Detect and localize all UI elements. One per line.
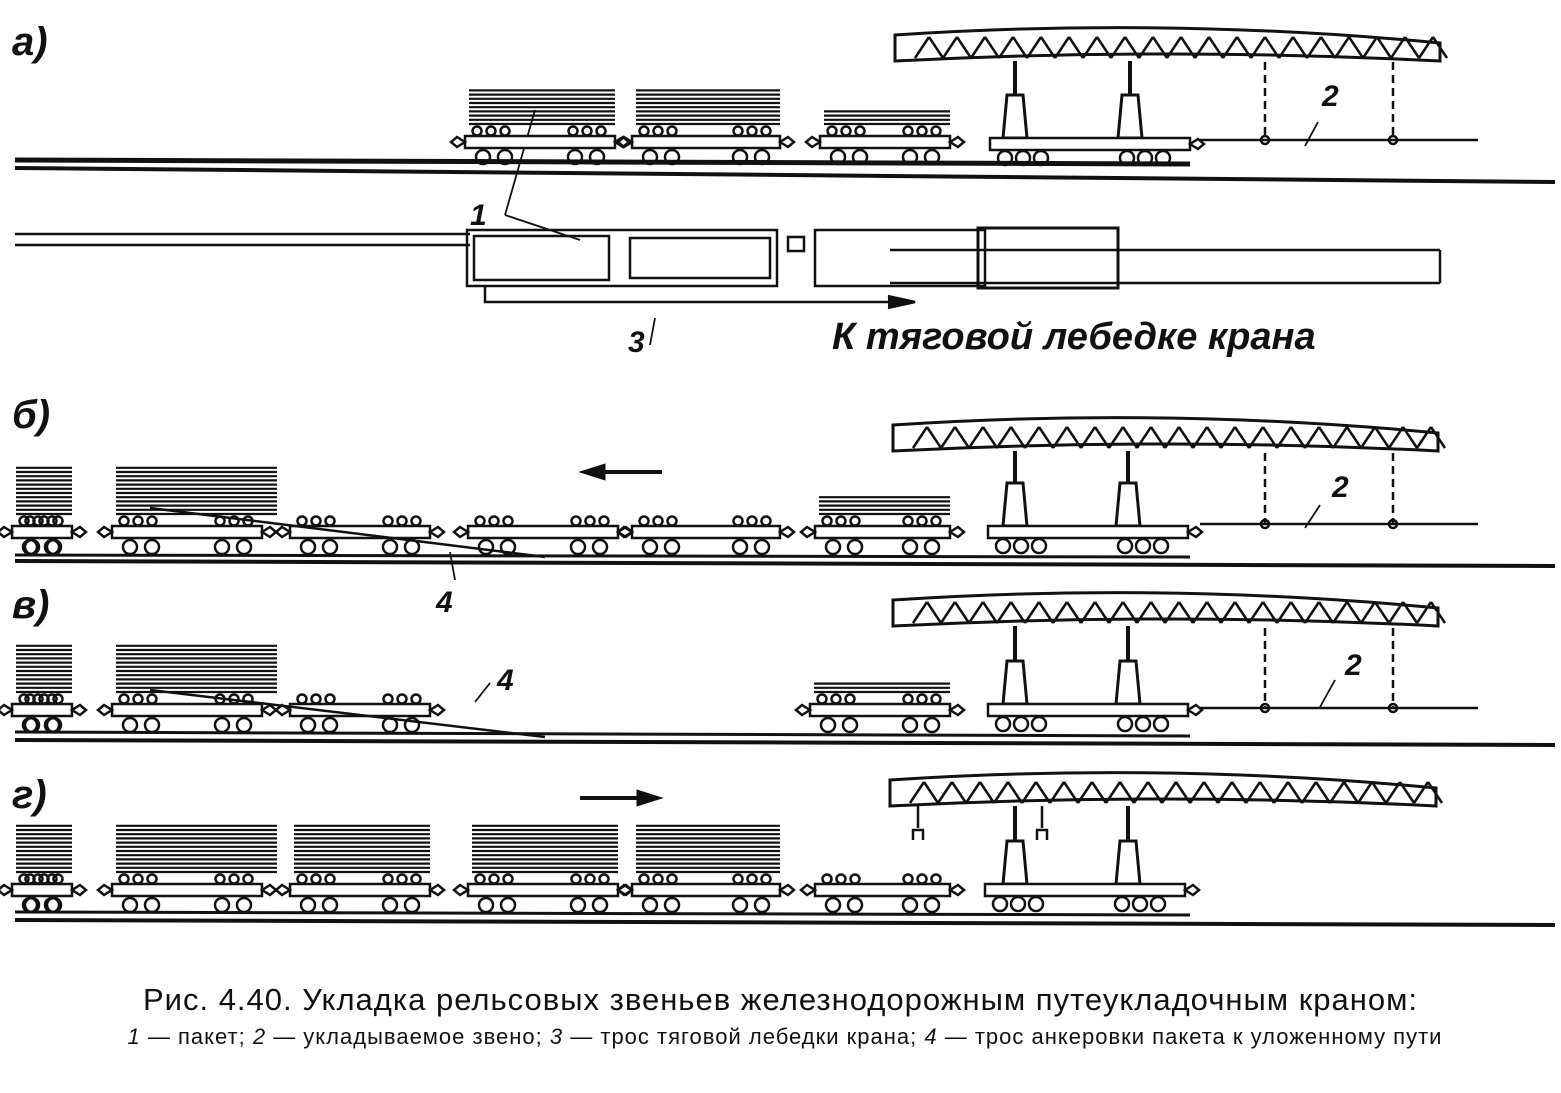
legend-num-1: 1 bbox=[127, 1024, 141, 1049]
legend-text-1: — пакет; bbox=[140, 1024, 253, 1049]
panel-label-g: г) bbox=[12, 773, 47, 817]
panel-label-b: б) bbox=[12, 393, 50, 437]
ground-line-b bbox=[14, 553, 1191, 559]
callout-anchor-4-v: 4 bbox=[496, 664, 514, 697]
plan-view bbox=[15, 226, 1442, 310]
callout-packet-1: 1 bbox=[470, 199, 487, 232]
legend-num-4: 4 bbox=[924, 1024, 938, 1049]
panel-label-v: в) bbox=[12, 583, 49, 627]
ground-lines bbox=[14, 157, 1556, 927]
legend-num-2: 2 bbox=[252, 1024, 267, 1049]
panel-b-train bbox=[0, 416, 1478, 559]
callout-link-2-v: 2 bbox=[1344, 649, 1362, 682]
panel-label-a: а) bbox=[12, 20, 48, 64]
train-drawings bbox=[0, 26, 1478, 914]
ground-line-v bbox=[14, 730, 1191, 738]
arrow-right-icon bbox=[580, 789, 664, 807]
direction-arrows bbox=[578, 463, 664, 807]
panel-g-train bbox=[0, 771, 1444, 914]
panel-a-train bbox=[449, 26, 1478, 167]
legend-num-3: 3 bbox=[549, 1024, 564, 1049]
figure-caption-legend: 1 — пакет; 2 — укладываемое звено; 3 — т… bbox=[40, 1024, 1530, 1050]
arrow-left-icon bbox=[578, 463, 662, 481]
callout-leaders bbox=[449, 109, 1336, 708]
callout-link-2-b: 2 bbox=[1331, 471, 1349, 504]
legend-text-4: — трос анкеровки пакета к уложенному пут… bbox=[937, 1024, 1443, 1049]
legend-text-3: — трос тяговой лебедки крана; bbox=[563, 1024, 925, 1049]
direction-label: К тяговой лебедке крана bbox=[832, 316, 1316, 358]
figure-caption-title: Рис. 4.40. Укладка рельсовых звеньев жел… bbox=[142, 982, 1419, 1017]
callout-anchor-4-b: 4 bbox=[435, 586, 453, 619]
callout-link-2-a: 2 bbox=[1321, 80, 1339, 113]
panel-v-train bbox=[0, 591, 1478, 739]
ground-line-g bbox=[14, 910, 1191, 917]
legend-text-2: — укладываемое звено; bbox=[266, 1024, 550, 1049]
callout-cable-3: 3 bbox=[628, 326, 645, 359]
track-laying-diagram: а) б) в) г) 1 bbox=[0, 20, 1556, 927]
